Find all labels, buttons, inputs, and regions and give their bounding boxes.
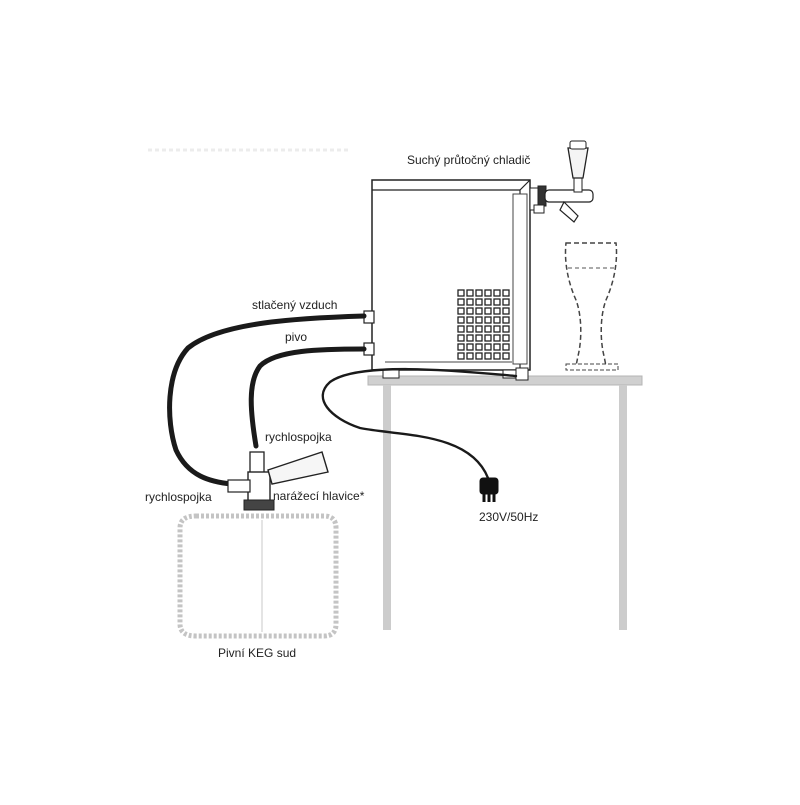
tap-lever-base	[573, 177, 583, 193]
vent-cell	[484, 316, 492, 324]
vent-cell	[457, 325, 465, 333]
vent-cell	[502, 343, 510, 351]
vent-cell	[475, 334, 483, 342]
vent-cell	[475, 316, 483, 324]
air-hose	[167, 313, 367, 487]
vent-cell	[475, 343, 483, 351]
vent-cell	[493, 298, 501, 306]
vent-cell	[502, 352, 510, 360]
keg	[177, 513, 339, 639]
tap-knob	[533, 204, 545, 214]
vent-cell	[484, 325, 492, 333]
vent-cell	[466, 289, 474, 297]
vent-cell	[457, 343, 465, 351]
vent-cell	[475, 352, 483, 360]
table-leg-left	[383, 385, 391, 630]
vent-cell	[484, 343, 492, 351]
coupler-base	[243, 499, 275, 511]
label-beer: pivo	[285, 330, 308, 344]
beer-tap	[529, 140, 594, 223]
coupler-handle	[267, 451, 329, 485]
tap-body	[544, 189, 594, 203]
glass-base	[565, 363, 619, 371]
keg-coupler	[227, 451, 329, 511]
tap-handle-cap	[569, 140, 587, 150]
vent-cell	[466, 325, 474, 333]
cooler-side-panel	[512, 193, 528, 365]
vent-cell	[457, 334, 465, 342]
vent-cell	[484, 298, 492, 306]
label-keg-head: narážecí hlavice*	[273, 489, 365, 503]
table	[367, 375, 643, 630]
beer-quick-coupler	[249, 451, 265, 475]
plug-body	[479, 477, 499, 495]
vent-cell	[466, 352, 474, 360]
vent-cell	[475, 289, 483, 297]
vent-cell	[493, 343, 501, 351]
vent-cell	[466, 316, 474, 324]
vent-cell	[466, 307, 474, 315]
tap-handle	[567, 147, 589, 179]
vent-cell	[466, 334, 474, 342]
keg-outline	[177, 513, 339, 639]
power-plug	[479, 477, 499, 502]
vent-cell	[484, 352, 492, 360]
vent-cell	[466, 298, 474, 306]
air-quick-coupler	[227, 479, 251, 493]
coupler-body	[247, 471, 271, 503]
cooler-vent-grille	[457, 289, 510, 360]
cooler-foot-left	[382, 369, 400, 379]
cooler-corner	[519, 179, 531, 191]
label-coupler-lower: rychlospojka	[145, 490, 212, 504]
tap-spout	[559, 200, 579, 223]
vent-cell	[502, 316, 510, 324]
label-coupler-upper: rychlospojka	[265, 430, 332, 444]
vent-cell	[457, 307, 465, 315]
vent-cell	[466, 343, 474, 351]
vent-cell	[475, 307, 483, 315]
vent-cell	[457, 289, 465, 297]
vent-cell	[502, 307, 510, 315]
cooler-cable-grommet	[515, 367, 529, 381]
vent-cell	[484, 289, 492, 297]
vent-cell	[493, 352, 501, 360]
vent-cell	[484, 334, 492, 342]
vent-cell	[457, 298, 465, 306]
label-compressed-air: stlačený vzduch	[252, 298, 338, 312]
table-leg-right	[619, 385, 627, 630]
vent-cell	[493, 307, 501, 315]
hoses	[167, 313, 518, 487]
vent-cell	[475, 325, 483, 333]
glass-outline	[564, 242, 618, 367]
label-power: 230V/50Hz	[479, 510, 539, 524]
cooler-unit	[363, 179, 531, 381]
vent-cell	[493, 316, 501, 324]
vent-cell	[502, 289, 510, 297]
vent-cell	[493, 325, 501, 333]
label-cooler: Suchý průtočný chladič	[407, 153, 531, 167]
vent-cell	[502, 325, 510, 333]
vent-cell	[493, 289, 501, 297]
vent-cell	[484, 307, 492, 315]
vent-cell	[502, 334, 510, 342]
vent-cell	[457, 316, 465, 324]
beer-hose	[248, 346, 367, 449]
vent-cell	[457, 352, 465, 360]
vent-cell	[493, 334, 501, 342]
vent-cell	[475, 298, 483, 306]
beer-glass	[564, 242, 619, 371]
vent-cell	[502, 298, 510, 306]
power-cable	[321, 367, 518, 480]
label-keg: Pivní KEG sud	[218, 646, 297, 660]
